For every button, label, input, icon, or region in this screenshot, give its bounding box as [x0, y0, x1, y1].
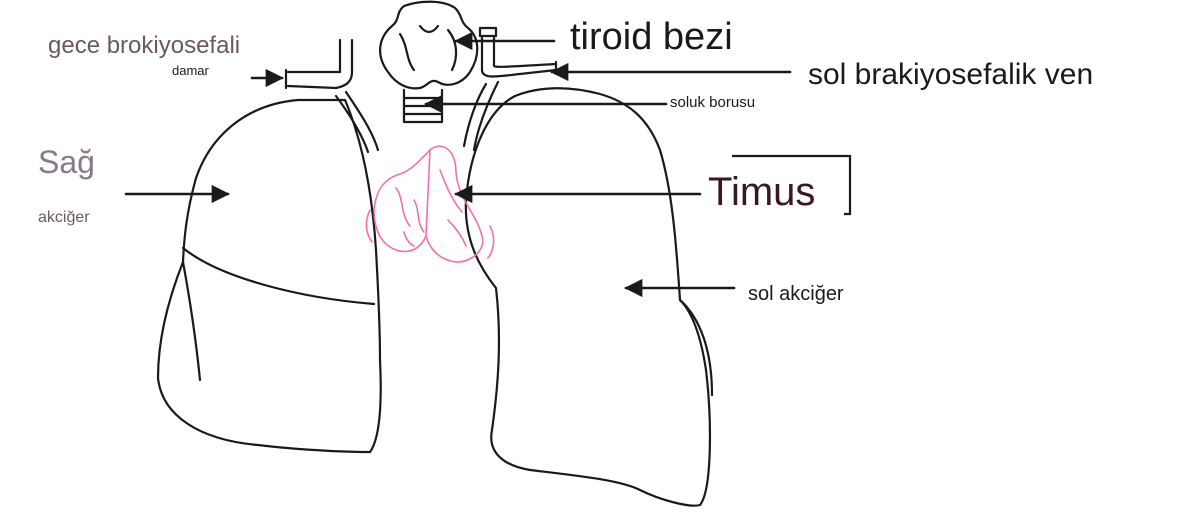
right-lung-label: Sağ: [38, 146, 95, 178]
left-lung-label: sol akciğer: [748, 284, 844, 304]
right-lung-outline: [158, 100, 381, 452]
right-lung-fissure: [183, 248, 374, 304]
right-lung-lower-lobe: [183, 262, 200, 380]
thyroid-label: tiroid bezi: [570, 18, 733, 56]
thymus-label: Timus: [708, 172, 815, 212]
right-brachiocephalic-vessel: [288, 40, 352, 88]
right-brachiocephalic-label: gece brokiyosefali: [48, 34, 240, 58]
thymus-gland: [366, 146, 493, 262]
left-brachiocephalic-label: sol brakiyosefalik ven: [808, 60, 1093, 90]
left-lung-outline: [466, 88, 710, 505]
trachea-label: soluk borusu: [670, 95, 755, 110]
thyroid-gland: [380, 2, 477, 89]
right-lung-sublabel: akciğer: [38, 210, 90, 226]
right-brachiocephalic-sublabel: damar: [172, 64, 209, 77]
